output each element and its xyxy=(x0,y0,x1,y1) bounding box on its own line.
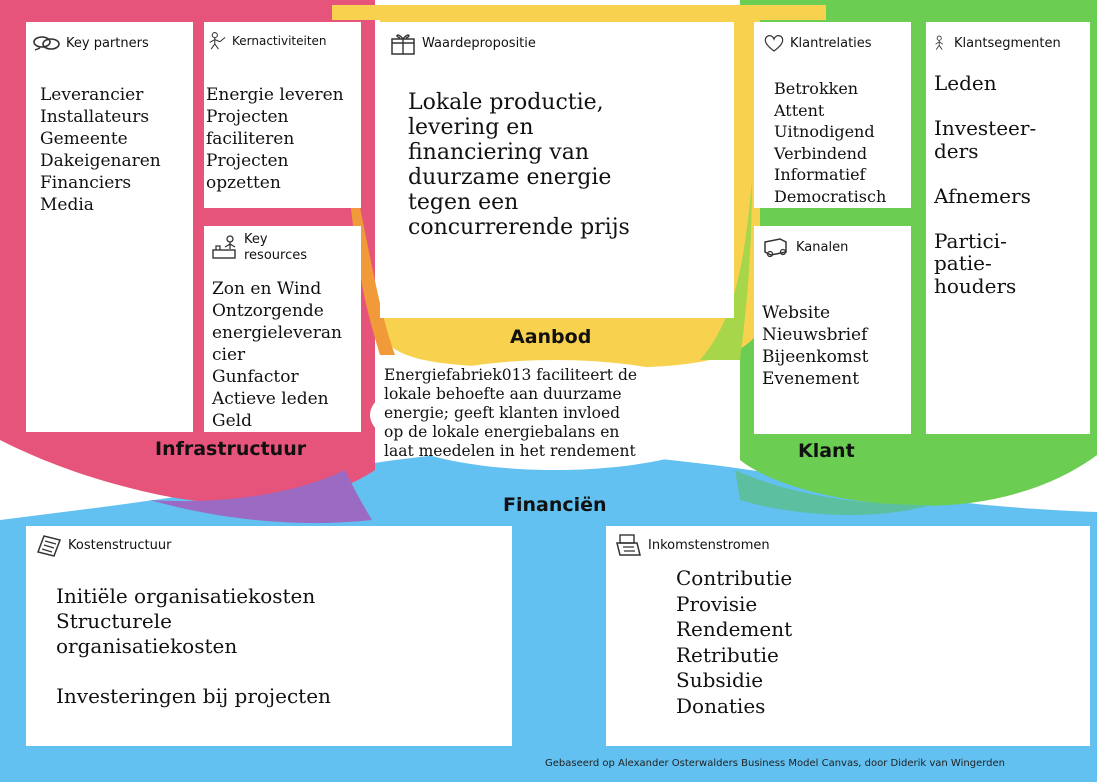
zone-label-customer: Klant xyxy=(798,440,855,462)
customer-segments-title: Klantsegmenten xyxy=(954,35,1061,51)
key-partners-title: Key partners xyxy=(66,35,149,51)
heart-icon xyxy=(764,35,784,52)
truck-icon xyxy=(764,238,787,258)
revenue-streams-block: Inkomstenstromen Contributie Provisie Re… xyxy=(606,526,1090,746)
channels-block: Kanalen Website Nieuwsbrief Bijeenkomst … xyxy=(754,226,911,434)
value-proposition-block: Waardepropositie Lokale productie, lever… xyxy=(380,22,734,318)
cost-structure-header: Kostenstructuur xyxy=(34,532,171,558)
worker-icon xyxy=(209,32,226,50)
key-activities-block: Kernactiviteiten Energie leveren Project… xyxy=(204,22,361,208)
key-activities-title: Kernactiviteiten xyxy=(232,34,327,48)
key-partners-header: Key partners xyxy=(32,30,149,56)
customer-segments-text: Leden Investeer- ders Afnemers Partici- … xyxy=(934,71,1037,298)
value-proposition-title: Waardepropositie xyxy=(422,35,536,51)
customer-relationships-block: Klantrelaties Betrokken Attent Uitnodige… xyxy=(754,22,911,208)
key-resources-title: Key resources xyxy=(244,232,308,263)
zone-label-finance: Financiën xyxy=(503,494,607,516)
credit-note: Gebaseerd op Alexander Osterwalders Busi… xyxy=(545,758,1005,769)
key-resources-header: Key resources xyxy=(210,232,307,264)
zone-label-offer: Aanbod xyxy=(510,326,592,348)
overlap-purple xyxy=(150,470,372,524)
key-resources-block: Key resources Zon en Wind Ontzorgende en… xyxy=(204,226,361,432)
cash-register-icon xyxy=(616,534,641,556)
summary-text: Energiefabriek013 faciliteert de lokale … xyxy=(384,366,638,460)
overlap-teal xyxy=(735,470,930,516)
customer-relationships-title: Klantrelaties xyxy=(790,35,872,51)
revenue-streams-title: Inkomstenstromen xyxy=(648,537,770,553)
cost-structure-block: Kostenstructuur Initiële organisatiekost… xyxy=(26,526,512,746)
revenue-streams-header: Inkomstenstromen xyxy=(614,532,770,558)
summary-ellipse xyxy=(370,360,740,470)
key-partners-block: Key partners Leverancier Installateurs G… xyxy=(26,22,193,432)
person-icon xyxy=(935,35,944,50)
cost-structure-text: Initiële organisatiekosten Structurele o… xyxy=(56,584,331,708)
value-proposition-text: Lokale productie, levering en financieri… xyxy=(408,90,630,240)
key-activities-text: Energie leveren Projecten faciliteren Pr… xyxy=(206,85,344,193)
customer-relationships-header: Klantrelaties xyxy=(762,30,872,56)
cost-structure-title: Kostenstructuur xyxy=(68,537,172,553)
factory-icon xyxy=(212,235,236,259)
chain-icon xyxy=(33,36,60,51)
key-activities-header: Kernactiviteiten xyxy=(206,28,327,54)
key-partners-text: Leverancier Installateurs Gemeente Dakei… xyxy=(40,85,161,215)
receipt-icon xyxy=(37,535,61,557)
value-proposition-header: Waardepropositie xyxy=(388,30,536,56)
gift-icon xyxy=(391,34,415,55)
channels-header: Kanalen xyxy=(762,234,848,260)
customer-segments-block: Klantsegmenten Leden Investeer- ders Afn… xyxy=(926,22,1090,434)
customer-segments-header: Klantsegmenten xyxy=(932,30,1061,56)
channels-text: Website Nieuwsbrief Bijeenkomst Evenemen… xyxy=(762,303,869,389)
overlap-lime xyxy=(700,180,752,360)
revenue-streams-text: Contributie Provisie Rendement Retributi… xyxy=(676,566,793,718)
customer-relationships-text: Betrokken Attent Uitnodigend Verbindend … xyxy=(774,79,887,206)
key-resources-text: Zon en Wind Ontzorgende energieleveran c… xyxy=(212,279,342,431)
zone-label-infrastructure: Infrastructuur xyxy=(155,438,307,460)
channels-title: Kanalen xyxy=(796,239,849,255)
